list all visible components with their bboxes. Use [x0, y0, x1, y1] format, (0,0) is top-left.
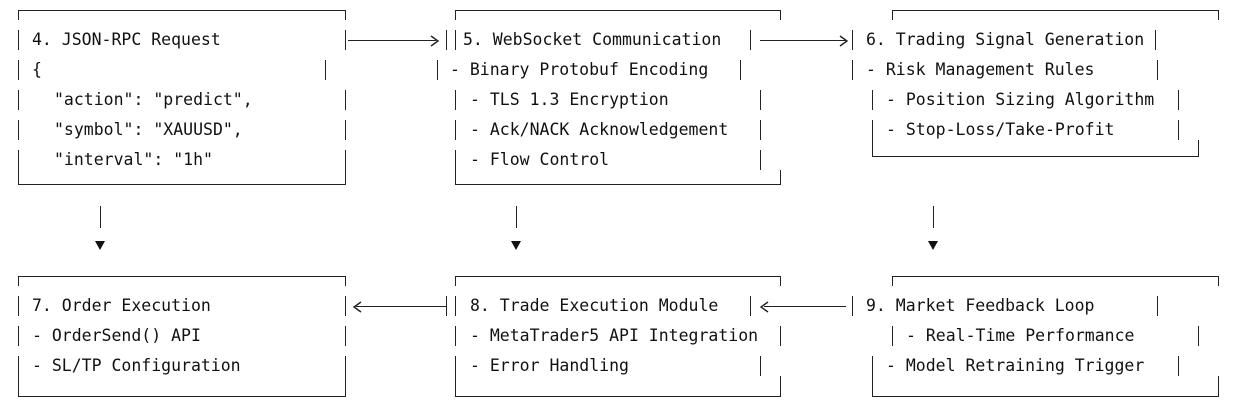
box-title: 8. Trade Execution Module [470, 296, 719, 315]
box-title: 5. WebSocket Communication [463, 30, 722, 49]
box-line: - Position Sizing Algorithm [886, 90, 1155, 109]
arrowhead-left-icon [352, 301, 362, 313]
box-line: - TLS 1.3 Encryption [470, 90, 669, 109]
box-line: - Model Retraining Trigger [886, 356, 1145, 375]
box-line: - Ack/NACK Acknowledgement [470, 120, 729, 139]
box-title: 6. Trading Signal Generation [866, 30, 1145, 49]
arrowhead-down-icon [928, 241, 938, 250]
box-title: 4. JSON-RPC Request [32, 30, 221, 49]
box-line: - SL/TP Configuration [32, 356, 241, 375]
arrowhead-right-icon [839, 35, 849, 47]
box-line: - MetaTrader5 API Integration [470, 326, 759, 345]
arrowhead-down-icon [511, 241, 521, 250]
arrowhead-left-icon [759, 301, 769, 313]
box-title: 9. Market Feedback Loop [866, 296, 1095, 315]
box-line: - Binary Protobuf Encoding [450, 60, 709, 79]
box-line: "symbol": "XAUUSD", [54, 120, 243, 139]
box-line: - Risk Management Rules [866, 60, 1095, 79]
arrowhead-right-icon [430, 35, 440, 47]
box-line: - OrderSend() API [32, 326, 201, 345]
box-line: { [32, 60, 42, 79]
box-title: 7. Order Execution [32, 296, 211, 315]
box-line: "action": "predict", [54, 90, 253, 109]
box-line: - Flow Control [470, 150, 610, 169]
box-line: - Error Handling [470, 356, 629, 375]
arrowhead-down-icon [95, 241, 105, 250]
box-line: - Real-Time Performance [906, 326, 1135, 345]
box-line: "interval": "1h" [54, 150, 213, 169]
box-line: - Stop-Loss/Take-Profit [886, 120, 1115, 139]
